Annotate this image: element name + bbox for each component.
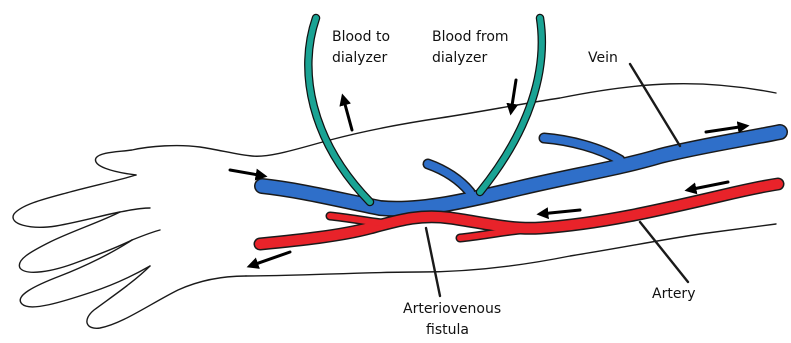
arrow-hand-out xyxy=(250,252,290,266)
label-blood-to-dialyzer-1: Blood to xyxy=(332,29,390,45)
label-artery: Artery xyxy=(652,286,695,302)
label-fistula-2: fistula xyxy=(426,322,469,338)
artery-leader xyxy=(640,222,688,282)
tube-to-dialyzer xyxy=(308,18,370,202)
label-blood-from-dialyzer-1: Blood from xyxy=(432,29,509,45)
fistula-leader xyxy=(426,228,440,296)
label-blood-from-dialyzer-2: dialyzer xyxy=(432,50,487,66)
vein-leader xyxy=(630,64,680,146)
arrow-hand-in xyxy=(230,170,264,176)
arrow-artery-upper xyxy=(688,182,728,190)
label-blood-to-dialyzer-2: dialyzer xyxy=(332,50,387,66)
label-vein: Vein xyxy=(588,50,618,66)
arrow-from-dialyzer xyxy=(511,80,516,112)
arrow-vein-right xyxy=(706,126,746,132)
label-fistula-1: Arteriovenous xyxy=(403,301,501,317)
arrow-to-dialyzer xyxy=(343,97,352,130)
arrow-artery-lower xyxy=(540,210,580,214)
